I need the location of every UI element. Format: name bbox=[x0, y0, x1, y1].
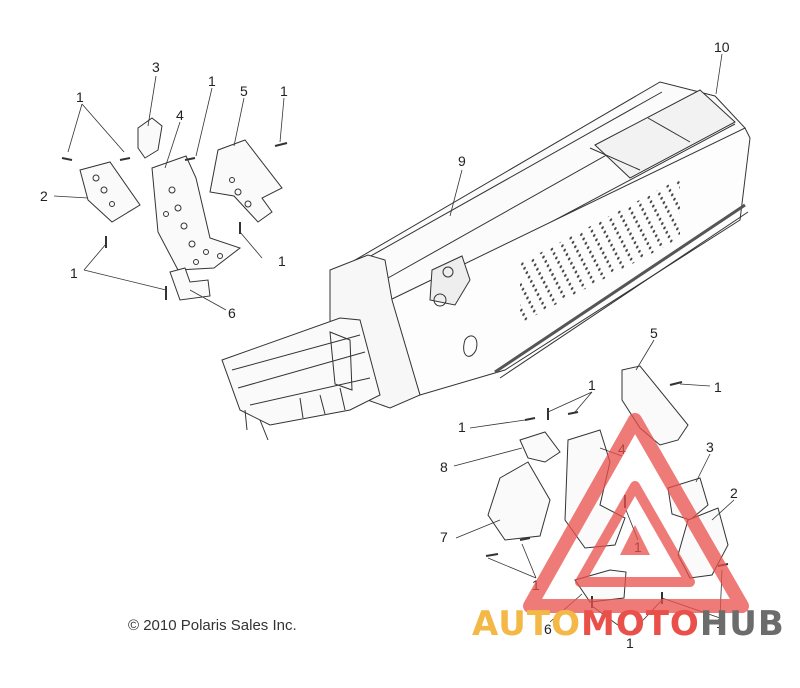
callout-1: 1 bbox=[280, 83, 288, 99]
callout-2: 2 bbox=[730, 485, 738, 501]
callout-1: 1 bbox=[714, 379, 722, 395]
callout-6: 6 bbox=[544, 621, 552, 637]
upper-left-parts bbox=[61, 117, 288, 301]
callout-2: 2 bbox=[40, 188, 48, 204]
callout-8: 8 bbox=[440, 459, 448, 475]
callout-1: 1 bbox=[76, 89, 84, 105]
copyright-notice: © 2010 Polaris Sales Inc. bbox=[128, 617, 297, 634]
callout-5: 5 bbox=[650, 325, 658, 341]
chassis-frame bbox=[221, 81, 751, 441]
callout-10: 10 bbox=[714, 39, 730, 55]
lower-right-parts bbox=[485, 365, 729, 608]
callout-1: 1 bbox=[588, 377, 596, 393]
callout-9: 9 bbox=[458, 153, 466, 169]
watermark-part-auto: AUTO bbox=[472, 604, 581, 644]
watermark-part-moto: MOTO bbox=[580, 604, 700, 644]
callout-1: 1 bbox=[278, 253, 286, 269]
watermark-logo-icon bbox=[523, 413, 749, 613]
callout-6: 6 bbox=[228, 305, 236, 321]
callout-1: 1 bbox=[626, 635, 634, 651]
callout-1: 1 bbox=[208, 73, 216, 89]
callout-1: 1 bbox=[716, 615, 724, 631]
callout-1: 1 bbox=[458, 419, 466, 435]
callout-3: 3 bbox=[152, 59, 160, 75]
callout-3: 3 bbox=[706, 439, 714, 455]
callout-4: 4 bbox=[176, 107, 184, 123]
watermark-part-hub: HUB bbox=[699, 604, 785, 644]
callout-5: 5 bbox=[240, 83, 248, 99]
watermark-text: AUTOMOTOHUB bbox=[472, 604, 785, 644]
callout-7: 7 bbox=[440, 529, 448, 545]
callout-1: 1 bbox=[70, 265, 78, 281]
